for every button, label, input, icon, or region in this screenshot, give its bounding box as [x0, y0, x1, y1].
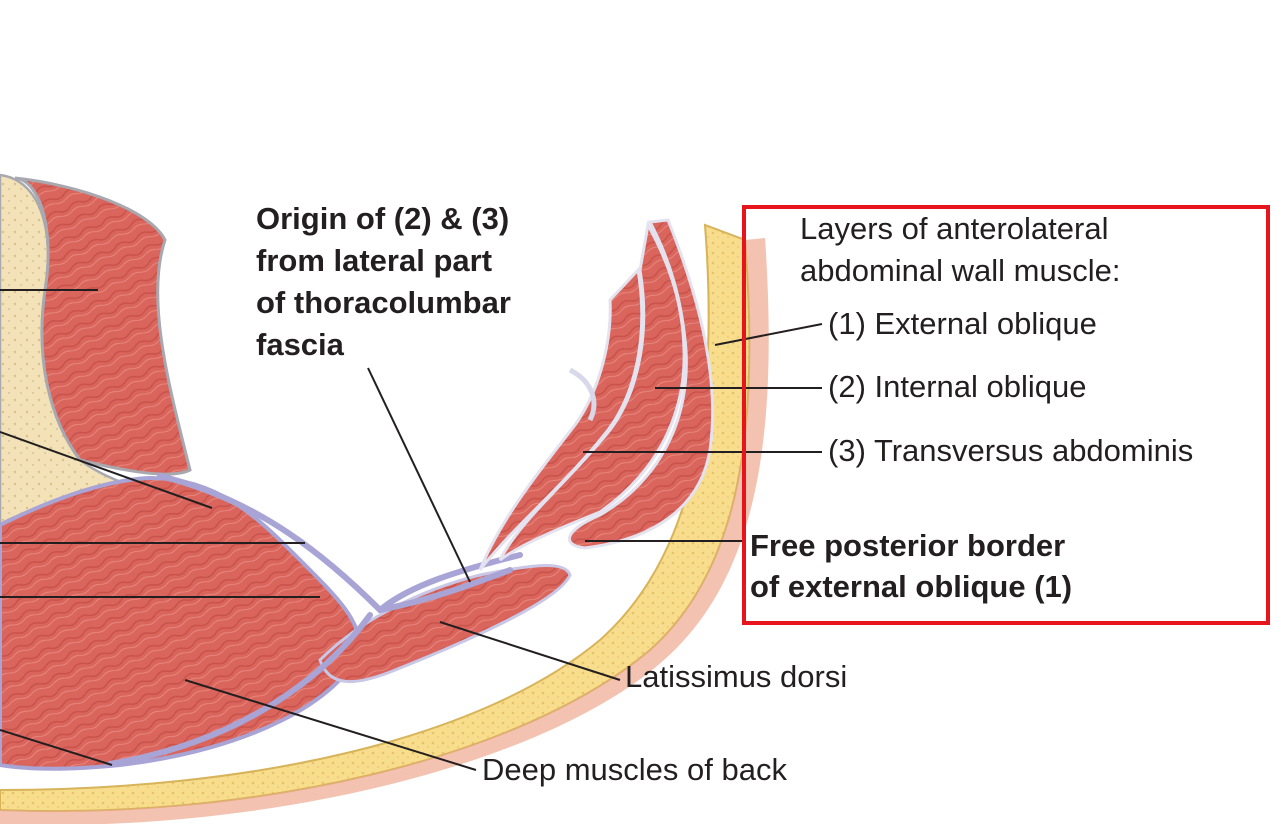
leader-line-left-2: [0, 431, 213, 509]
origin-label: Origin of (2) & (3) from lateral part of…: [256, 198, 511, 366]
subcutaneous-fat-layer: [0, 223, 769, 824]
origin-label-line: Origin of (2) & (3): [256, 201, 510, 236]
leader-lines: [0, 289, 823, 771]
leader-line-origin: [367, 367, 471, 583]
anterolateral-wall-muscles: [478, 218, 715, 571]
free-border-label: Free posterior border of external obliqu…: [750, 525, 1072, 607]
internal-oblique-muscle: [498, 220, 686, 562]
leader-line-left-5: [0, 729, 113, 766]
thoracolumbar-fascia: [107, 473, 523, 767]
highlight-box: [742, 205, 1270, 625]
origin-label-line: of thoracolumbar: [256, 285, 511, 320]
leader-line-deep-muscles: [184, 679, 477, 771]
leader-line-external-oblique: [714, 323, 823, 346]
layers-title-line: Layers of anterolateral: [800, 211, 1109, 246]
layer-external-oblique-label: (1) External oblique: [828, 306, 1097, 341]
fascial-septum: [568, 367, 597, 422]
deep-muscles-label: Deep muscles of back: [482, 752, 787, 787]
layers-title: Layers of anterolateral abdominal wall m…: [800, 208, 1120, 292]
layers-title-line: abdominal wall muscle:: [800, 253, 1121, 288]
latissimus-dorsi-label: Latissimus dorsi: [625, 659, 848, 694]
layer-transversus-label: (3) Transversus abdominis: [828, 433, 1194, 468]
leader-line-latissimus: [439, 621, 621, 681]
free-border-line: Free posterior border: [750, 528, 1066, 563]
deep-back-muscles: [0, 475, 363, 771]
origin-label-line: from lateral part: [256, 243, 493, 278]
origin-label-line: fascia: [256, 327, 344, 362]
layer-internal-oblique-label: (2) Internal oblique: [828, 369, 1087, 404]
free-border-line: of external oblique (1): [750, 569, 1073, 604]
